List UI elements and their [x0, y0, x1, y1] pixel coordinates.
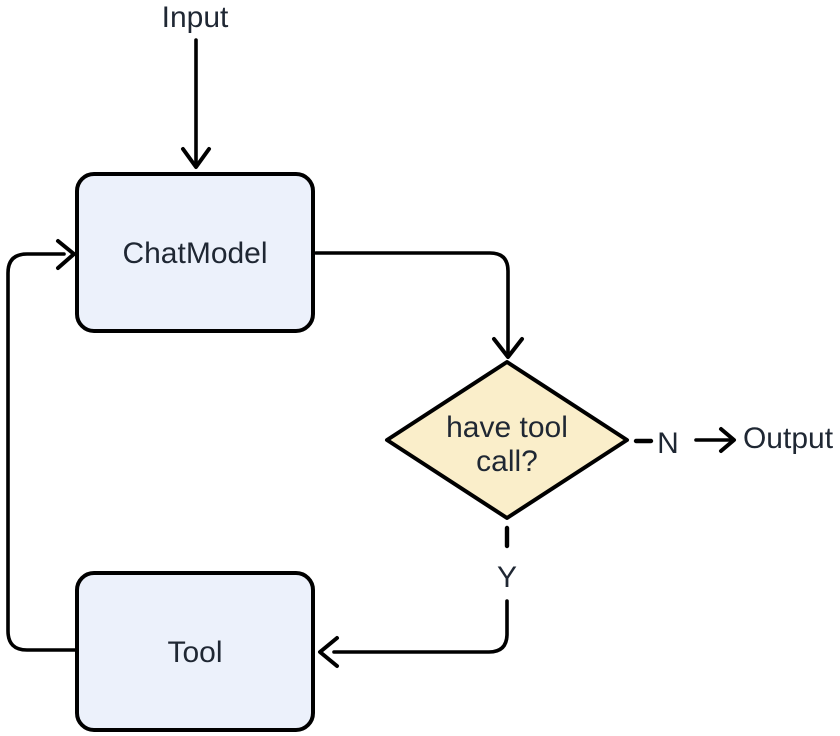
- node-chatmodel: ChatModel: [75, 172, 315, 333]
- edge-decision-no-to-output: [633, 427, 736, 453]
- arrow-down-icon: [492, 337, 524, 359]
- arrow-right-icon: [56, 239, 76, 270]
- decision-diamond: [385, 360, 629, 520]
- arrow-right-icon: [719, 427, 736, 453]
- edge-line: [332, 599, 509, 654]
- no-branch-label: N: [657, 427, 679, 460]
- output-label: Output: [743, 422, 834, 455]
- arrow-down-icon: [181, 147, 211, 169]
- decision-label-line2: call?: [476, 445, 538, 478]
- node-tool: Tool: [75, 571, 315, 732]
- chatmodel-box: [75, 172, 315, 333]
- chatmodel-label: ChatModel: [122, 237, 267, 270]
- decision-label-line1: have tool: [446, 411, 568, 444]
- edge-line: [314, 251, 510, 354]
- node-decision: have tool call?: [385, 360, 629, 520]
- yes-branch-label: Y: [497, 561, 517, 594]
- edge-line: [6, 252, 79, 652]
- tool-label: Tool: [167, 636, 222, 669]
- tool-box: [75, 571, 315, 732]
- edge-input-to-chatmodel: [181, 38, 211, 169]
- edge-tool-to-chatmodel: [6, 239, 79, 652]
- input-label: Input: [162, 1, 229, 34]
- edge-decision-yes-to-tool: [318, 525, 510, 668]
- edge-chatmodel-to-decision: [314, 251, 524, 359]
- arrow-left-icon: [318, 636, 339, 668]
